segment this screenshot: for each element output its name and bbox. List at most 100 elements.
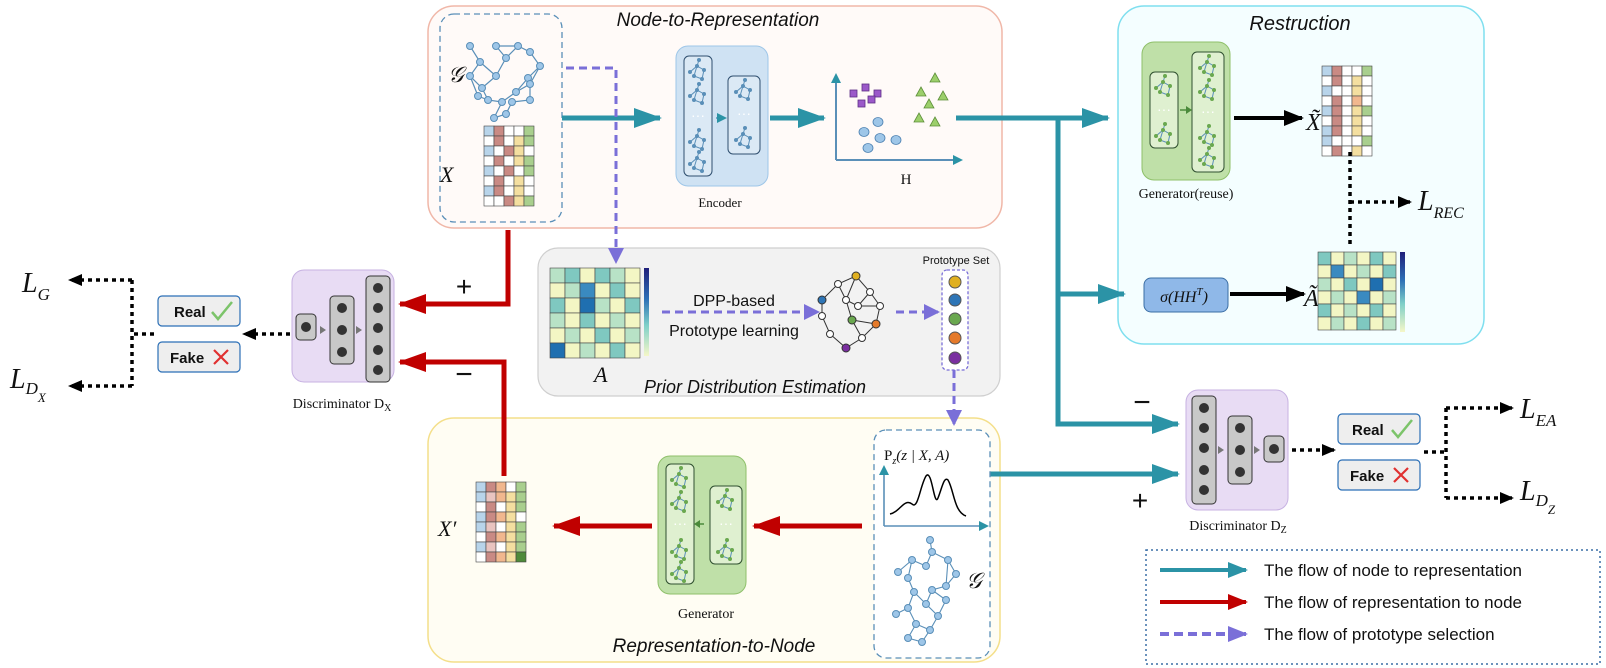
l-ea-sub: EA (1535, 411, 1557, 430)
generator-reuse-label: Generator(reuse) (1139, 187, 1234, 202)
svg-text:···: ··· (1157, 101, 1171, 117)
l-g-label: L (21, 268, 38, 299)
generator: ··· ··· Generator (657, 455, 747, 622)
panel-title-restruction: Restruction (1249, 13, 1350, 35)
svg-text:σ(HHT): σ(HHT) (1160, 286, 1208, 306)
l-dz-sub1: D (1535, 491, 1549, 510)
sigma-box: σ(HHT) (1143, 277, 1229, 313)
check-icon (211, 301, 233, 321)
legend-label-0: The flow of node to representation (1264, 561, 1522, 580)
a-tilde-label: Ã (1302, 285, 1319, 312)
cross-icon-dz (1393, 467, 1409, 483)
x-prime-label: X′ (437, 516, 457, 541)
prototype-graph (817, 271, 884, 353)
dx-real-label: Real (174, 304, 206, 321)
l-rec-connector (1348, 152, 1412, 246)
l-ea-label: L (1519, 394, 1536, 425)
purple-flow-arrows (566, 66, 962, 426)
check-icon-dz (1391, 419, 1413, 439)
graph-g-label: 𝒢 (448, 62, 467, 87)
embedding-plot-h: H (831, 72, 963, 188)
density-curve (889, 474, 967, 517)
colorbar-atilde (1400, 252, 1405, 332)
svg-text:Discriminator DX: Discriminator DX (293, 397, 392, 414)
svg-text:···: ··· (1201, 103, 1215, 119)
discriminator-dz-label: Discriminator D (1189, 519, 1280, 534)
l-rec-sub: REC (1433, 205, 1465, 222)
h-label: H (901, 172, 912, 188)
l-dx-sub1: D (25, 379, 39, 398)
reconstructed-matrix-x (1321, 65, 1373, 157)
dz-real-label: Real (1352, 422, 1384, 439)
adjacency-a-label: A (592, 362, 608, 387)
svg-text:LEA: LEA (1519, 394, 1557, 430)
red-flow-arrows (398, 230, 862, 536)
discriminator-dx-label: Discriminator D (293, 397, 384, 412)
pz-rest: (z | X, A) (896, 448, 949, 464)
sigma-sup: T (1196, 286, 1203, 298)
colorbar-a (644, 268, 649, 356)
legend-label-1: The flow of representation to node (1264, 593, 1522, 612)
input-graph-box: 𝒢 X (439, 13, 563, 223)
sigma-text: σ(HH (1160, 289, 1198, 306)
prototype-set: Prototype Set (923, 255, 990, 371)
generator-reuse: ··· ··· Generator(reuse) (1139, 41, 1234, 202)
l-dz-label: L (1519, 476, 1536, 507)
adjacency-matrix-a (549, 267, 641, 359)
discriminator-dz-sub: Z (1281, 525, 1287, 536)
pz-sub: z (891, 456, 896, 467)
legend-label-2: The flow of prototype selection (1264, 625, 1495, 644)
svg-text:LREC: LREC (1417, 186, 1464, 222)
svg-text:···: ··· (737, 105, 751, 121)
l-dz-sub2: Z (1548, 502, 1556, 517)
minus-sign-dz: − (1133, 386, 1151, 419)
cross-icon (213, 349, 229, 365)
plus-sign-dz: + (1132, 485, 1148, 516)
panel-title-prior: Prior Distribution Estimation (644, 377, 866, 397)
feature-matrix-x (483, 125, 535, 207)
svg-text:LDX: LDX (9, 364, 47, 405)
svg-text:LDZ: LDZ (1519, 476, 1556, 517)
svg-text:LG: LG (21, 268, 50, 304)
l-rec-label: L (1417, 186, 1434, 217)
encoder: ··· ··· Encoder (675, 45, 769, 210)
discriminator-dz: Discriminator DZ (1185, 389, 1289, 536)
dx-loss-connector (68, 274, 154, 392)
reconstructed-adjacency (1317, 251, 1397, 331)
l-dx-label: L (9, 364, 26, 395)
generated-matrix-x-prime (475, 481, 527, 563)
panel-prior-distribution: Prior Distribution Estimation (537, 247, 1001, 397)
teal-flow-arrows (562, 108, 1180, 484)
svg-text:···: ··· (673, 515, 687, 531)
generator-label: Generator (678, 607, 734, 622)
dz-fake-label: Fake (1350, 468, 1384, 485)
l-dx-sub2: X (37, 390, 47, 405)
svg-text:Pz(z | X, A): Pz(z | X, A) (884, 448, 949, 467)
l-g-sub: G (38, 285, 50, 304)
discriminator-dx: Discriminator DX (291, 269, 395, 414)
minus-sign-dx: − (455, 358, 473, 391)
input-graph-nodes (466, 42, 544, 122)
dpp-label-line2: Prototype learning (669, 323, 799, 340)
dpp-label-line1: DPP-based (693, 293, 775, 310)
x-tilde-label: X̃ (1305, 109, 1322, 136)
prototype-set-label: Prototype Set (923, 255, 990, 267)
feature-x-label: X (439, 162, 455, 187)
dx-real-fake: Real Fake (157, 295, 241, 373)
svg-text:···: ··· (719, 515, 733, 531)
dz-loss-connector (1424, 402, 1514, 504)
graph-g2-label: 𝒢 (966, 568, 985, 593)
prior-sample-box: Pz(z | X, A) 𝒢 (873, 429, 991, 659)
dz-real-fake: Real Fake (1337, 413, 1421, 491)
panel-title-representation-to-node: Representation-to-Node (613, 636, 816, 657)
encoder-label: Encoder (698, 195, 742, 210)
dx-fake-label: Fake (170, 350, 204, 367)
svg-text:Discriminator DZ: Discriminator DZ (1189, 519, 1286, 536)
plus-sign-dx: + (456, 271, 472, 302)
discriminator-dx-sub: X (384, 403, 392, 414)
panel-title-node-to-representation: Node-to-Representation (617, 10, 820, 31)
svg-text:···: ··· (691, 107, 705, 123)
sigma-close: ) (1202, 289, 1208, 306)
